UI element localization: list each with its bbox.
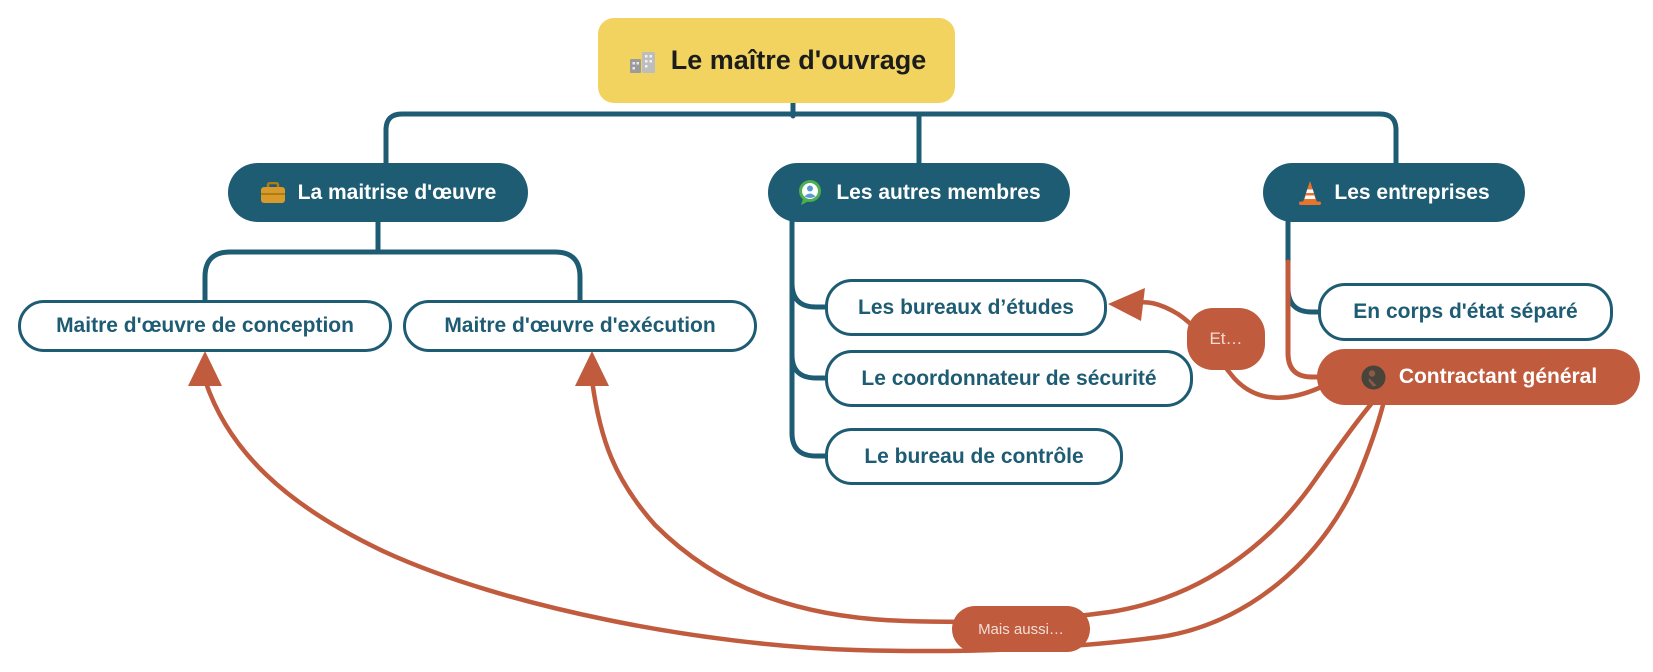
node-bureau-controle[interactable]: Le bureau de contrôle (825, 428, 1123, 485)
node-maitre-ouvrage[interactable]: Le maître d'ouvrage (598, 18, 955, 103)
node-label: En corps d'état séparé (1353, 300, 1578, 323)
relation-arrowheads (188, 288, 1145, 386)
building-icon (627, 47, 659, 75)
speech-bubble-person-icon (797, 179, 824, 206)
node-maitre-oeuvre-conception[interactable]: Maitre d'œuvre de conception (18, 300, 392, 352)
connector-top-rail (383, 111, 1399, 169)
node-label: Les autres membres (836, 180, 1041, 204)
connector-entreprises-to-contractant (1285, 259, 1323, 380)
worker-badge-icon (1360, 364, 1387, 391)
node-en-corps-etat-separe[interactable]: En corps d'état séparé (1318, 283, 1613, 341)
briefcase-icon (260, 181, 286, 204)
node-label: Le bureau de contrôle (864, 444, 1084, 468)
node-label: Le maître d'ouvrage (670, 45, 927, 75)
node-contractant-general[interactable]: Contractant général (1317, 349, 1640, 405)
relation-maisaussi-curve-execution (589, 377, 1375, 625)
node-label: Le coordonnateur de sécurité (861, 366, 1157, 390)
node-maitrise-oeuvre[interactable]: La maitrise d'œuvre (228, 163, 528, 222)
node-label: Maitre d'œuvre de conception (56, 314, 354, 337)
node-label: Les bureaux d’études (858, 295, 1074, 319)
arrowhead-bureaux (1108, 288, 1145, 321)
connector-autres-to-controle (789, 352, 831, 459)
connector-maitrise-bracket (202, 249, 583, 305)
connector-autres-to-bureaux (789, 217, 831, 310)
node-label: Maitre d'œuvre d'exécution (444, 314, 716, 337)
relation-label-et[interactable]: Et… (1187, 308, 1265, 370)
connector-entreprises-to-encorps (1285, 217, 1324, 315)
node-label: La maitrise d'œuvre (297, 180, 497, 204)
relation-label-mais-aussi[interactable]: Mais aussi… (952, 606, 1090, 652)
tree-connectors (202, 98, 1399, 459)
arrowhead-conception (188, 351, 222, 386)
node-maitre-oeuvre-execution[interactable]: Maitre d'œuvre d'exécution (403, 300, 757, 352)
node-bureaux-etudes[interactable]: Les bureaux d’études (825, 279, 1107, 336)
node-autres-membres[interactable]: Les autres membres (768, 163, 1070, 222)
traffic-cone-icon (1298, 180, 1322, 206)
relation-label-text: Mais aussi… (978, 620, 1064, 638)
node-label: Contractant général (1398, 365, 1598, 388)
node-entreprises[interactable]: Les entreprises (1263, 163, 1525, 222)
relation-label-text: Et… (1209, 329, 1243, 348)
relation-maisaussi-curve-conception (202, 377, 1386, 654)
node-coordonnateur-securite[interactable]: Le coordonnateur de sécurité (825, 350, 1193, 407)
node-label: Les entreprises (1334, 180, 1490, 204)
arrowhead-execution (575, 351, 609, 386)
